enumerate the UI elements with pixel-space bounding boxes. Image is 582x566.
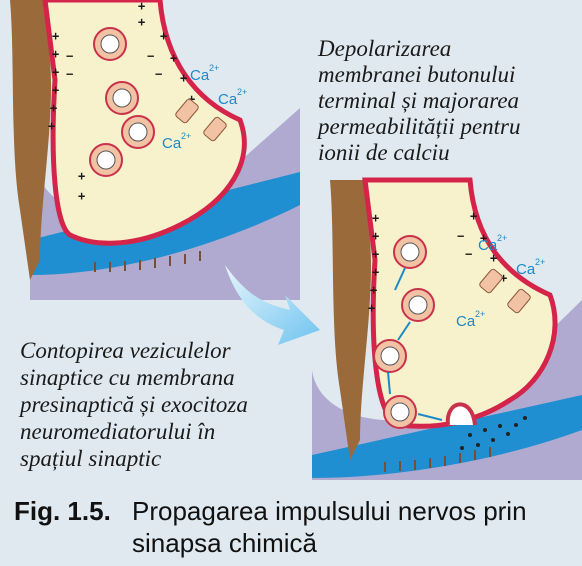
svg-text:−: − (66, 67, 73, 81)
svg-text:+: + (368, 301, 375, 315)
vesicle-icon (94, 28, 126, 60)
annotation-line: spațiul sinaptic (20, 446, 161, 471)
calcium-ion-label: Ca (478, 237, 498, 254)
calcium-ion-charge: 2+ (237, 87, 247, 97)
calcium-ion-label: Ca (190, 67, 210, 84)
vesicle-icon (106, 82, 138, 114)
vesicle-icon (394, 236, 426, 268)
annotation-line: Contopirea veziculelor (20, 338, 232, 363)
vesicle-icon (90, 144, 122, 176)
svg-text:+: + (50, 101, 57, 115)
annotation-line: permeabilității pentru (316, 114, 521, 139)
svg-text:+: + (372, 265, 379, 279)
calcium-ion-label: Ca (516, 261, 536, 278)
calcium-ion-charge: 2+ (209, 63, 219, 73)
depolarization-annotation: Depolarizarea membranei butonului termin… (316, 36, 521, 165)
svg-text:−: − (465, 247, 472, 261)
calcium-ion-charge: 2+ (497, 233, 507, 243)
panel-depolarization: +++ +++ −− +++ +−− ++ ++ Ca 2+ (0, 0, 300, 300)
svg-text:+: + (138, 15, 145, 29)
figure-number: Fig. 1.5. (14, 496, 111, 526)
annotation-line: neuromediatorului în (20, 419, 215, 444)
figure-title-line-2: sinapsa chimică (132, 528, 318, 558)
annotation-line: sinaptice cu membrana (20, 365, 235, 390)
svg-text:+: + (52, 83, 59, 97)
panel-exocytosis: +++ +++ +++ +−− (312, 180, 582, 480)
calcium-ion-label: Ca (162, 135, 182, 152)
vesicle-icon (384, 396, 416, 428)
svg-text:+: + (180, 71, 187, 85)
svg-text:+: + (370, 283, 377, 297)
calcium-ion-charge: 2+ (475, 309, 485, 319)
vesicle-icon (122, 116, 154, 148)
annotation-line: ionii de calciu (318, 140, 450, 165)
vesicle-icon (374, 340, 406, 372)
svg-text:+: + (160, 29, 167, 43)
svg-text:−: − (147, 49, 154, 63)
annotation-line: Depolarizarea (317, 36, 451, 61)
figure-title-line-1: Propagarea impulsului nervos prin (132, 496, 527, 526)
svg-text:−: − (155, 67, 162, 81)
calcium-ion-label: Ca (456, 313, 476, 330)
svg-text:−: − (66, 49, 73, 63)
svg-text:−: − (457, 229, 464, 243)
svg-text:+: + (170, 51, 177, 65)
svg-text:+: + (372, 229, 379, 243)
svg-text:+: + (52, 47, 59, 61)
svg-text:+: + (138, 0, 145, 13)
svg-text:+: + (372, 247, 379, 261)
calcium-ion-charge: 2+ (181, 131, 191, 141)
svg-text:+: + (48, 119, 55, 133)
svg-text:+: + (470, 209, 477, 223)
calcium-ion-charge: 2+ (535, 257, 545, 267)
svg-text:+: + (372, 211, 379, 225)
annotation-line: terminal și majorarea (318, 88, 519, 113)
svg-text:+: + (52, 65, 59, 79)
figure-caption: Fig. 1.5. Propagarea impulsului nervos p… (14, 496, 527, 558)
calcium-ion-label: Ca (218, 91, 238, 108)
vesicle-icon (402, 289, 434, 321)
annotation-line: presinaptică și exocitoza (18, 392, 248, 417)
svg-text:+: + (78, 189, 85, 203)
svg-text:+: + (78, 169, 85, 183)
svg-text:+: + (52, 29, 59, 43)
annotation-line: membranei butonului (318, 62, 515, 87)
fusion-annotation: Contopirea veziculelor sinaptice cu memb… (18, 338, 248, 471)
